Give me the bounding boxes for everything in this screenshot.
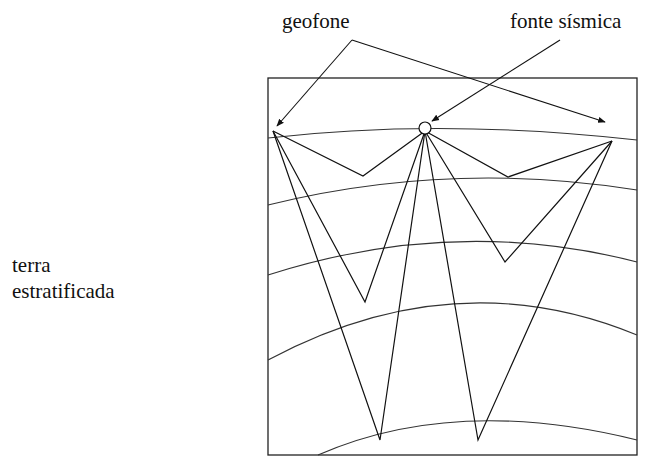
leader-lines [277,40,605,126]
label-ground: terra estratificada [12,252,137,305]
ray-paths [273,131,612,440]
label-geofone: geofone [282,8,402,34]
frame [268,78,637,455]
label-source: fonte sísmica [510,8,660,34]
strata-layers [268,128,637,455]
seismic-source [419,122,431,134]
